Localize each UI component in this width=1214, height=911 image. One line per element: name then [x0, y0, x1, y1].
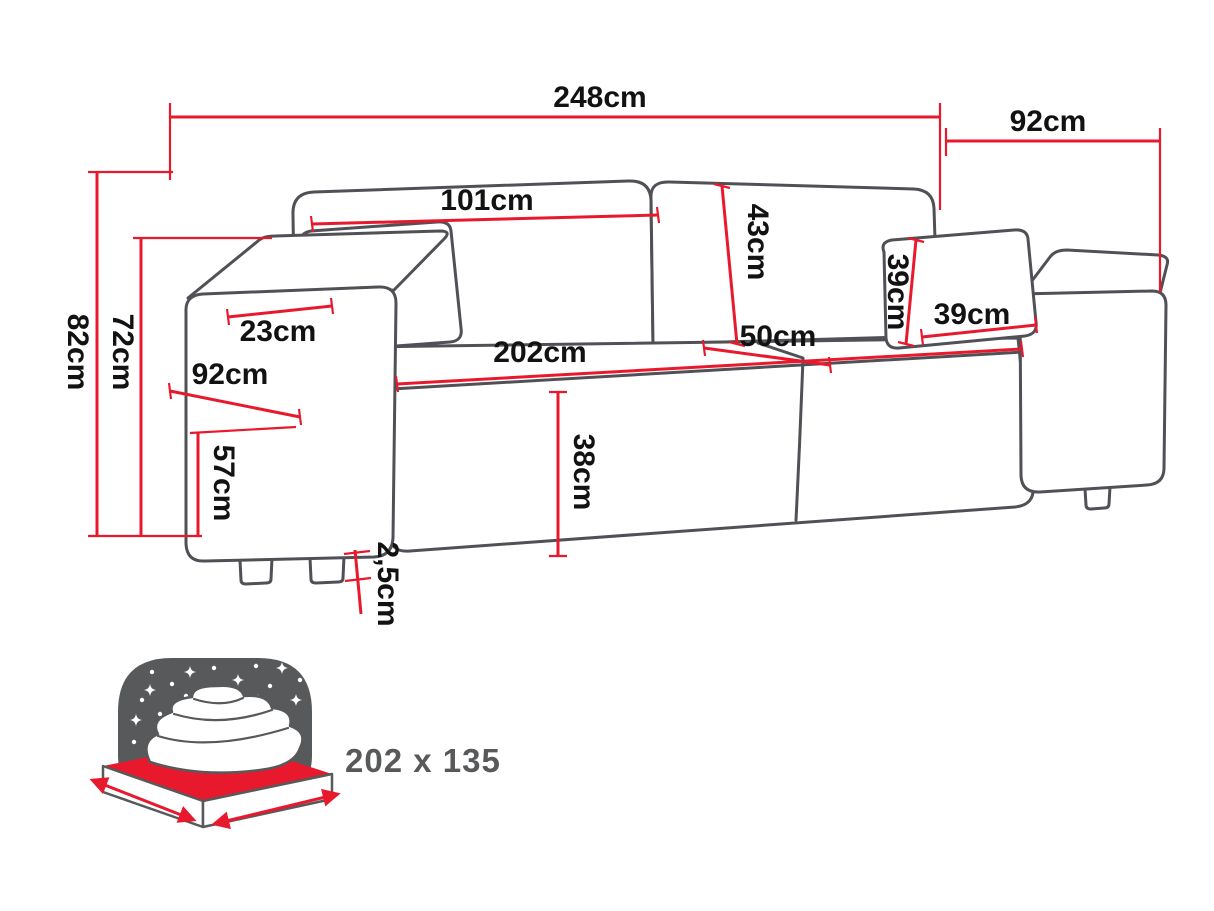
dim-total-height	[88, 170, 202, 538]
dim-armrest-height	[189, 425, 297, 536]
left-armrest-front	[184, 285, 398, 563]
label-back-cushion-height: 43cm	[741, 204, 774, 281]
duvet	[145, 684, 304, 774]
dimension-labels: 248cm 92cm 82cm 72cm 101cm 43cm 23cm 92c…	[61, 81, 1086, 627]
dim-total-depth	[944, 128, 1162, 292]
label-armrest-height: 57cm	[207, 445, 240, 522]
dim-backrest-height	[133, 236, 272, 536]
dim-back-cushion-height	[713, 182, 746, 348]
duvet-fold	[172, 708, 274, 722]
label-total-depth: 92cm	[1010, 105, 1087, 138]
label-leg-height: 2,5cm	[371, 541, 404, 626]
label-total-height: 82cm	[61, 314, 94, 391]
dim-leg-height	[343, 549, 372, 615]
sleeping-area-icon: 202 x 135	[89, 658, 501, 830]
right-armrest-top	[1020, 248, 1170, 296]
dim-seat-width	[394, 340, 1025, 393]
dimension-lines	[88, 103, 1162, 615]
width-arrow	[211, 788, 341, 830]
label-total-width: 248cm	[553, 81, 646, 114]
label-seat-width: 202cm	[493, 336, 586, 369]
dim-back-cushion-width	[309, 206, 661, 233]
dim-armrest-width	[225, 297, 335, 326]
label-seat-height: 38cm	[567, 434, 600, 511]
sofa-leg	[238, 556, 274, 586]
duvet-fold	[156, 726, 290, 744]
label-pillow-height: 39cm	[881, 254, 914, 331]
dim-pillow-height	[897, 236, 925, 348]
label-backrest-height: 72cm	[106, 314, 139, 391]
dim-total-width	[168, 103, 942, 210]
label-seat-depth: 50cm	[740, 320, 817, 353]
sofa-leg	[308, 554, 346, 585]
length-arrow	[89, 777, 197, 823]
seat-cushion-seam	[756, 341, 805, 522]
dim-seat-height	[549, 390, 567, 558]
sofa-leg	[1083, 485, 1112, 511]
dim-armrest-depth	[167, 382, 303, 426]
seat-front-edge	[390, 350, 1025, 391]
duvet-fold	[192, 696, 245, 705]
dim-pillow-width	[919, 316, 1039, 346]
label-armrest-depth: 92cm	[192, 358, 269, 391]
label-sleeping-area: 202 x 135	[345, 742, 501, 779]
backrest-right-cushion	[649, 180, 940, 346]
dim-seat-depth	[701, 339, 833, 374]
sofa-illustration	[184, 179, 1170, 586]
label-armrest-width: 23cm	[240, 315, 317, 348]
label-back-cushion-width: 101cm	[440, 184, 533, 217]
right-armrest-front	[1018, 289, 1168, 494]
label-pillow-width: 39cm	[934, 298, 1011, 331]
